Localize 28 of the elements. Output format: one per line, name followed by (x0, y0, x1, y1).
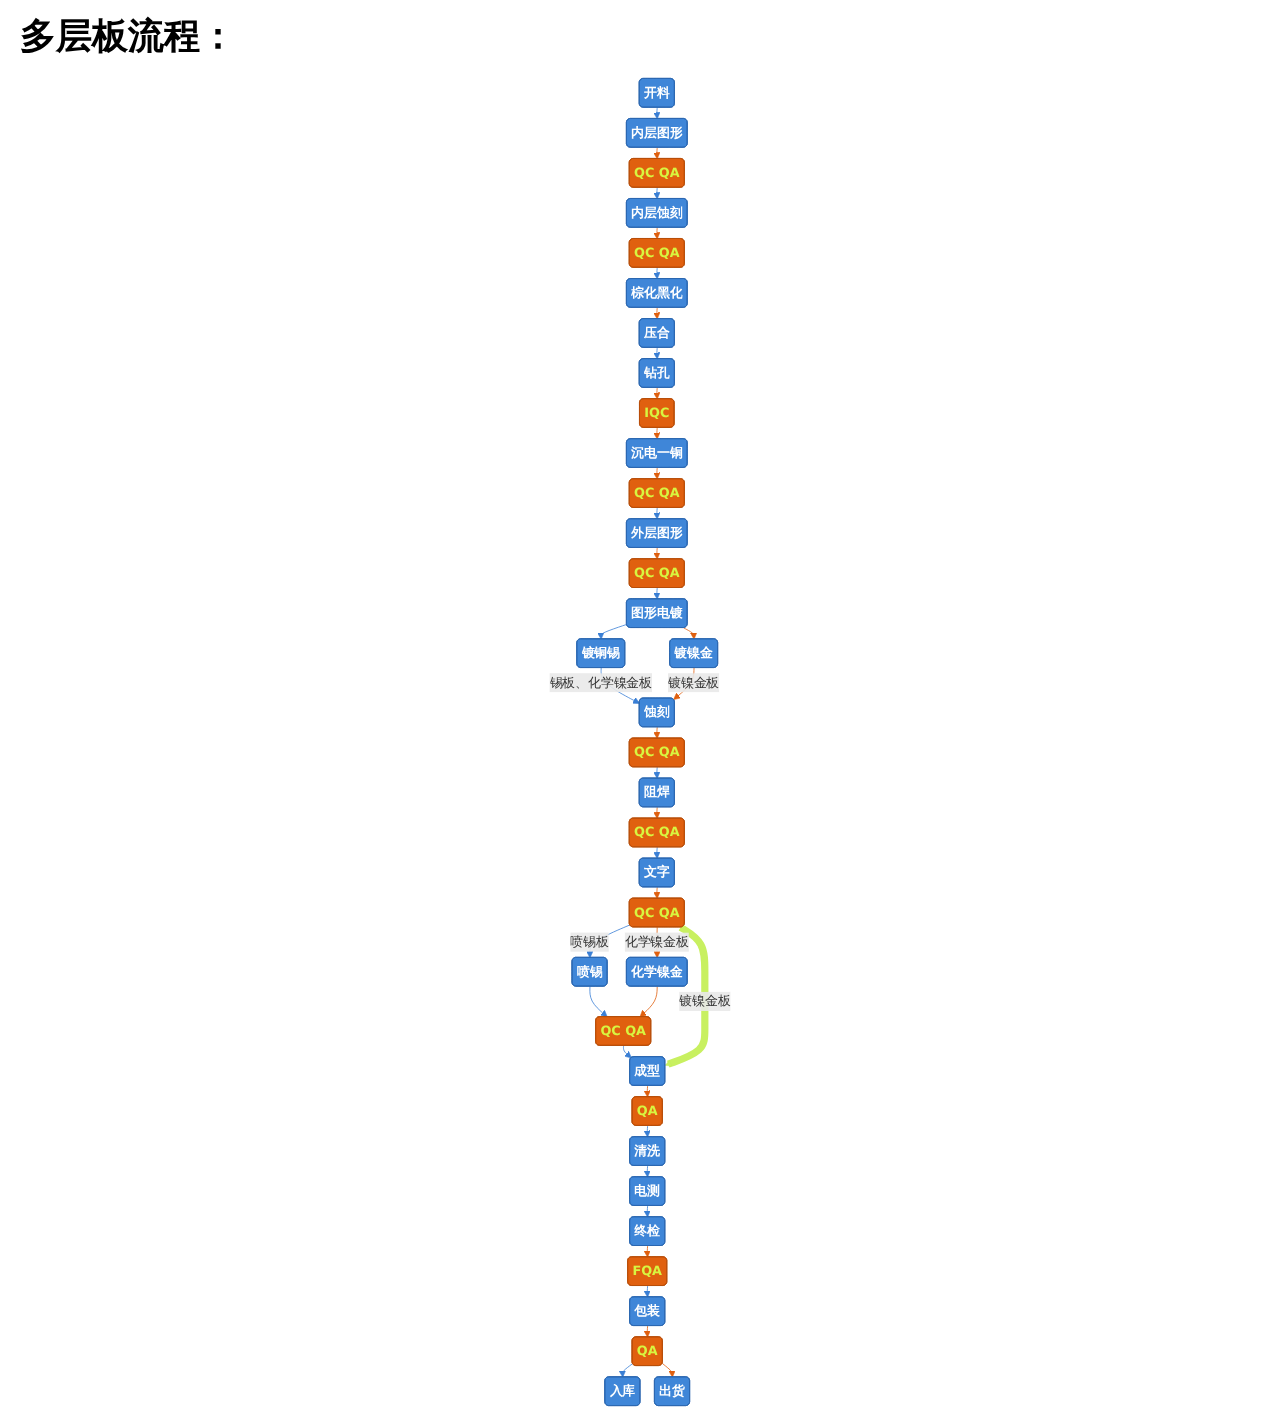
arrow (643, 1285, 651, 1298)
arrow (664, 924, 709, 1068)
arrow (653, 187, 661, 200)
arrow (653, 307, 661, 320)
arrow (643, 1325, 651, 1338)
arrow (643, 1245, 651, 1258)
arrow (653, 147, 661, 160)
arrow (653, 886, 661, 899)
arrow (643, 1205, 651, 1218)
arrow (653, 806, 661, 819)
arrow (643, 1085, 651, 1098)
arrow (653, 846, 661, 859)
diagram-title: 多层板流程： (20, 14, 236, 60)
arrow (653, 347, 661, 360)
arrow (653, 766, 661, 779)
arrow (653, 227, 661, 240)
arrow (653, 587, 661, 600)
arrow (653, 387, 661, 400)
arrow (653, 467, 661, 480)
arrow (653, 427, 661, 440)
arrow (643, 1125, 651, 1138)
arrow (653, 107, 661, 120)
arrow (643, 1165, 651, 1178)
arrow (653, 726, 661, 739)
arrow (623, 1045, 632, 1059)
arrow (653, 507, 661, 520)
arrow (653, 547, 661, 560)
arrow (653, 267, 661, 280)
